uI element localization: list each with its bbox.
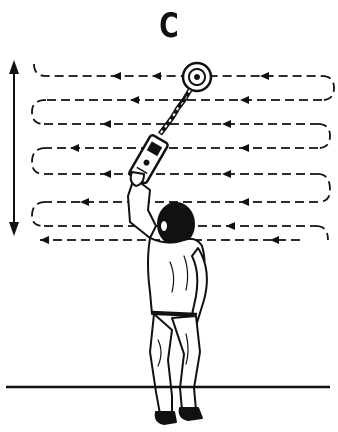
- arrowhead-r1b: [152, 72, 161, 80]
- arrowhead-r4a: [240, 144, 249, 152]
- raised-arm: [128, 178, 156, 238]
- arrowhead-r2a: [240, 96, 249, 104]
- sweep-turn-4: [32, 148, 46, 174]
- arrowhead-r8a: [270, 236, 279, 244]
- arrowhead-r5a: [222, 170, 231, 178]
- sweep-turn-7: [316, 226, 328, 240]
- arrowhead-r6a: [240, 198, 249, 206]
- sweep-turn-6: [32, 202, 46, 226]
- left-shoe: [156, 412, 176, 424]
- probe-wand-icon: [160, 90, 190, 134]
- sweep-turn-3: [318, 124, 330, 148]
- arrowhead-r2b: [130, 96, 139, 104]
- arrowhead-r7a: [226, 222, 235, 230]
- left-leg: [150, 314, 172, 414]
- sweep-turn-5: [318, 174, 330, 202]
- ear: [160, 220, 168, 232]
- arrowhead-r1c: [260, 72, 269, 80]
- right-shoe: [180, 408, 202, 420]
- sweep-row-1: [34, 64, 322, 76]
- sweep-turn-1: [322, 76, 334, 100]
- arrowhead-r3a: [102, 120, 111, 128]
- arrowhead-r5b: [102, 170, 111, 178]
- arrowhead-r8b: [40, 236, 49, 244]
- arrowhead-r6b: [80, 198, 89, 206]
- arrowhead-r3b: [222, 120, 231, 128]
- arrowhead-r1a: [112, 72, 121, 80]
- arrowhead-r4b: [70, 144, 79, 152]
- vertical-extent-arrow-icon: [9, 60, 19, 236]
- target-ring-icon: [183, 63, 211, 91]
- sweep-turn-2: [32, 100, 46, 124]
